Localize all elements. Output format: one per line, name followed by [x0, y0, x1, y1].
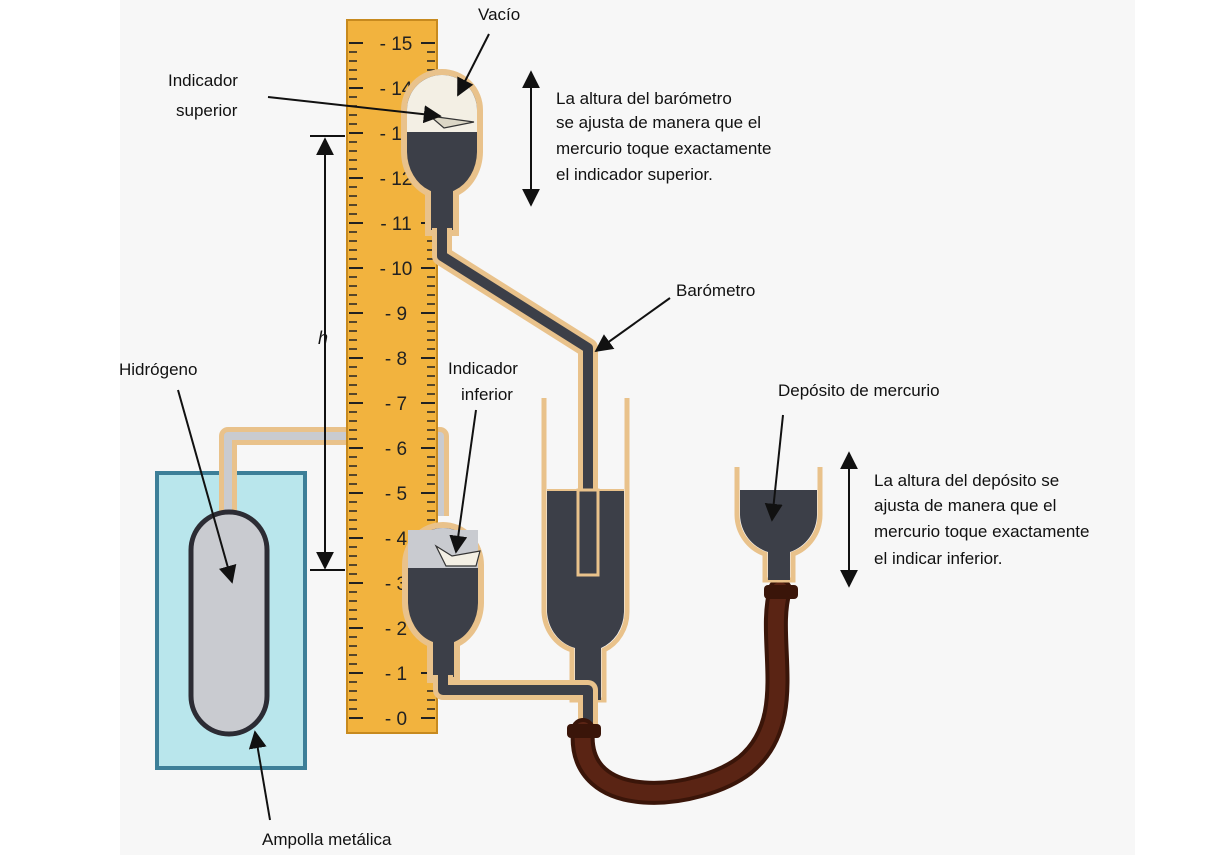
hose-clamp-bottom [567, 724, 601, 738]
barometer-tube [437, 228, 593, 575]
ruler-number: - 15 [380, 34, 413, 55]
ruler-number: - 11 [380, 214, 411, 235]
barometro-note-line-1: La altura del barómetro [556, 89, 732, 108]
indicador-superior-label-line-2: superior [176, 101, 238, 120]
barometro-note-line-2: se ajusta de manera que el [556, 113, 761, 132]
barometro-note-line-3: mercurio toque exactamente [556, 139, 771, 158]
deposit-mercury [740, 490, 817, 580]
deposito-label: Depósito de mercurio [778, 381, 940, 400]
ruler-number: - 2 [385, 619, 407, 640]
barometro-label: Barómetro [676, 281, 755, 300]
barometro-note-line-4: el indicador superior. [556, 165, 713, 184]
hidrogeno-arrow [177, 389, 237, 584]
ruler-number: - 7 [385, 394, 407, 415]
ruler-number: - 8 [385, 349, 407, 370]
ampolla-arrow [248, 730, 271, 821]
h-label: h [318, 328, 328, 348]
indicador-inferior-label-line-1: Indicador [448, 359, 518, 378]
gas-tube [224, 432, 444, 516]
ruler-number: - 6 [385, 439, 407, 460]
metal-bulb [188, 509, 270, 737]
vacio-label: Vacío [478, 5, 520, 24]
ruler-number: - 9 [385, 304, 407, 325]
deposito-arrow [764, 414, 784, 522]
indicador-superior-label-line-1: Indicador [168, 71, 238, 90]
ruler-number: - 0 [385, 709, 407, 730]
lower-indicator [434, 544, 481, 567]
ruler-number: - 1 [385, 664, 407, 685]
deposito-note-line-2: ajusta de manera que el [874, 496, 1056, 515]
bottom-tube [438, 675, 593, 730]
reservoir-mercury [547, 490, 624, 700]
indicador-superior-arrow [267, 96, 442, 124]
vacio-arrow [457, 33, 490, 97]
ruler-number: - 5 [385, 484, 407, 505]
ruler-number: - 12 [380, 169, 413, 190]
ampolla-label: Ampolla metálica [262, 830, 392, 849]
ruler-number: - 3 [385, 574, 407, 595]
deposito-note-line-4: el indicar inferior. [874, 549, 1003, 568]
immersed-tube [576, 488, 600, 577]
deposito-note-line-1: La altura del depósito se [874, 471, 1059, 490]
deposito-note-line-3: mercurio toque exactamente [874, 522, 1089, 541]
indicador-inferior-arrow [449, 409, 477, 554]
ruler-number: - 4 [385, 529, 408, 550]
rubber-hose [574, 582, 788, 801]
barometro-arrow [594, 297, 671, 353]
ruler-number: - 10 [380, 259, 413, 280]
indicador-inferior-label-line-2: inferior [461, 385, 513, 404]
hidrogeno-label: Hidrógeno [119, 360, 197, 379]
hose-clamp-top [764, 585, 798, 599]
